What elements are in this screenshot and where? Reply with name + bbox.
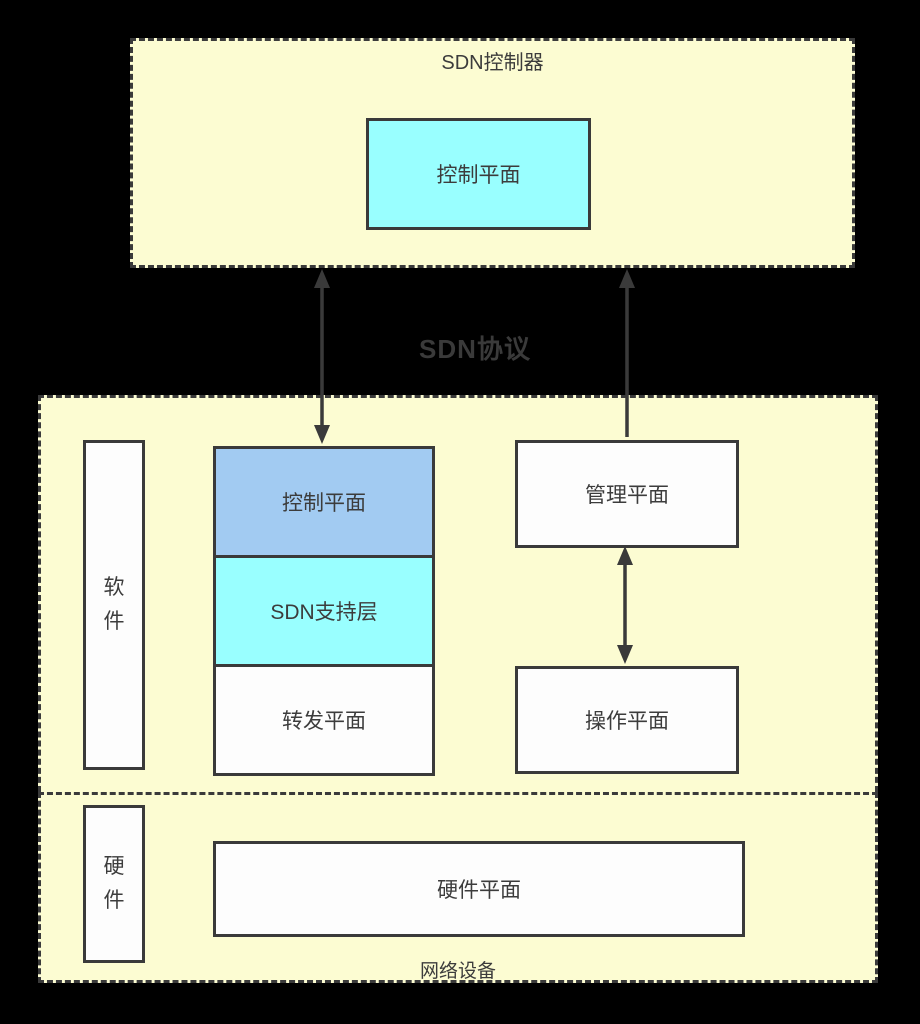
software-section-panel: 软件 控制平面 SDN支持层 转发平面 管理平面 操作平面 (38, 395, 878, 792)
hardware-side-label-box: 硬件 (83, 805, 145, 963)
sdn-support-layer-box: SDN支持层 (216, 555, 432, 667)
management-plane-box: 管理平面 (515, 440, 739, 548)
network-device-label: 网络设备 (419, 961, 496, 982)
sdn-protocol-label: SDN协议 (419, 334, 531, 364)
operation-plane-box: 操作平面 (515, 666, 739, 774)
hardware-side-label: 硬件 (103, 855, 125, 912)
hardware-plane-box: 硬件平面 (213, 841, 745, 937)
operation-plane-label: 操作平面 (585, 710, 669, 733)
hardware-section-panel: 硬件 硬件平面 网络设备 (38, 792, 878, 983)
software-side-label: 软件 (103, 576, 125, 633)
management-plane-label: 管理平面 (585, 484, 669, 507)
forwarding-plane-box: 转发平面 (216, 667, 432, 773)
controller-control-plane-box: 控制平面 (366, 118, 591, 230)
sdn-controller-panel: SDN控制器 控制平面 (130, 38, 855, 268)
hardware-plane-label: 硬件平面 (437, 879, 521, 902)
device-control-plane-box: 控制平面 (216, 449, 432, 555)
software-plane-stack: 控制平面 SDN支持层 转发平面 (213, 446, 435, 776)
controller-control-plane-label: 控制平面 (436, 164, 521, 187)
software-side-label-box: 软件 (83, 440, 145, 770)
sdn-controller-title: SDN控制器 (441, 52, 544, 74)
